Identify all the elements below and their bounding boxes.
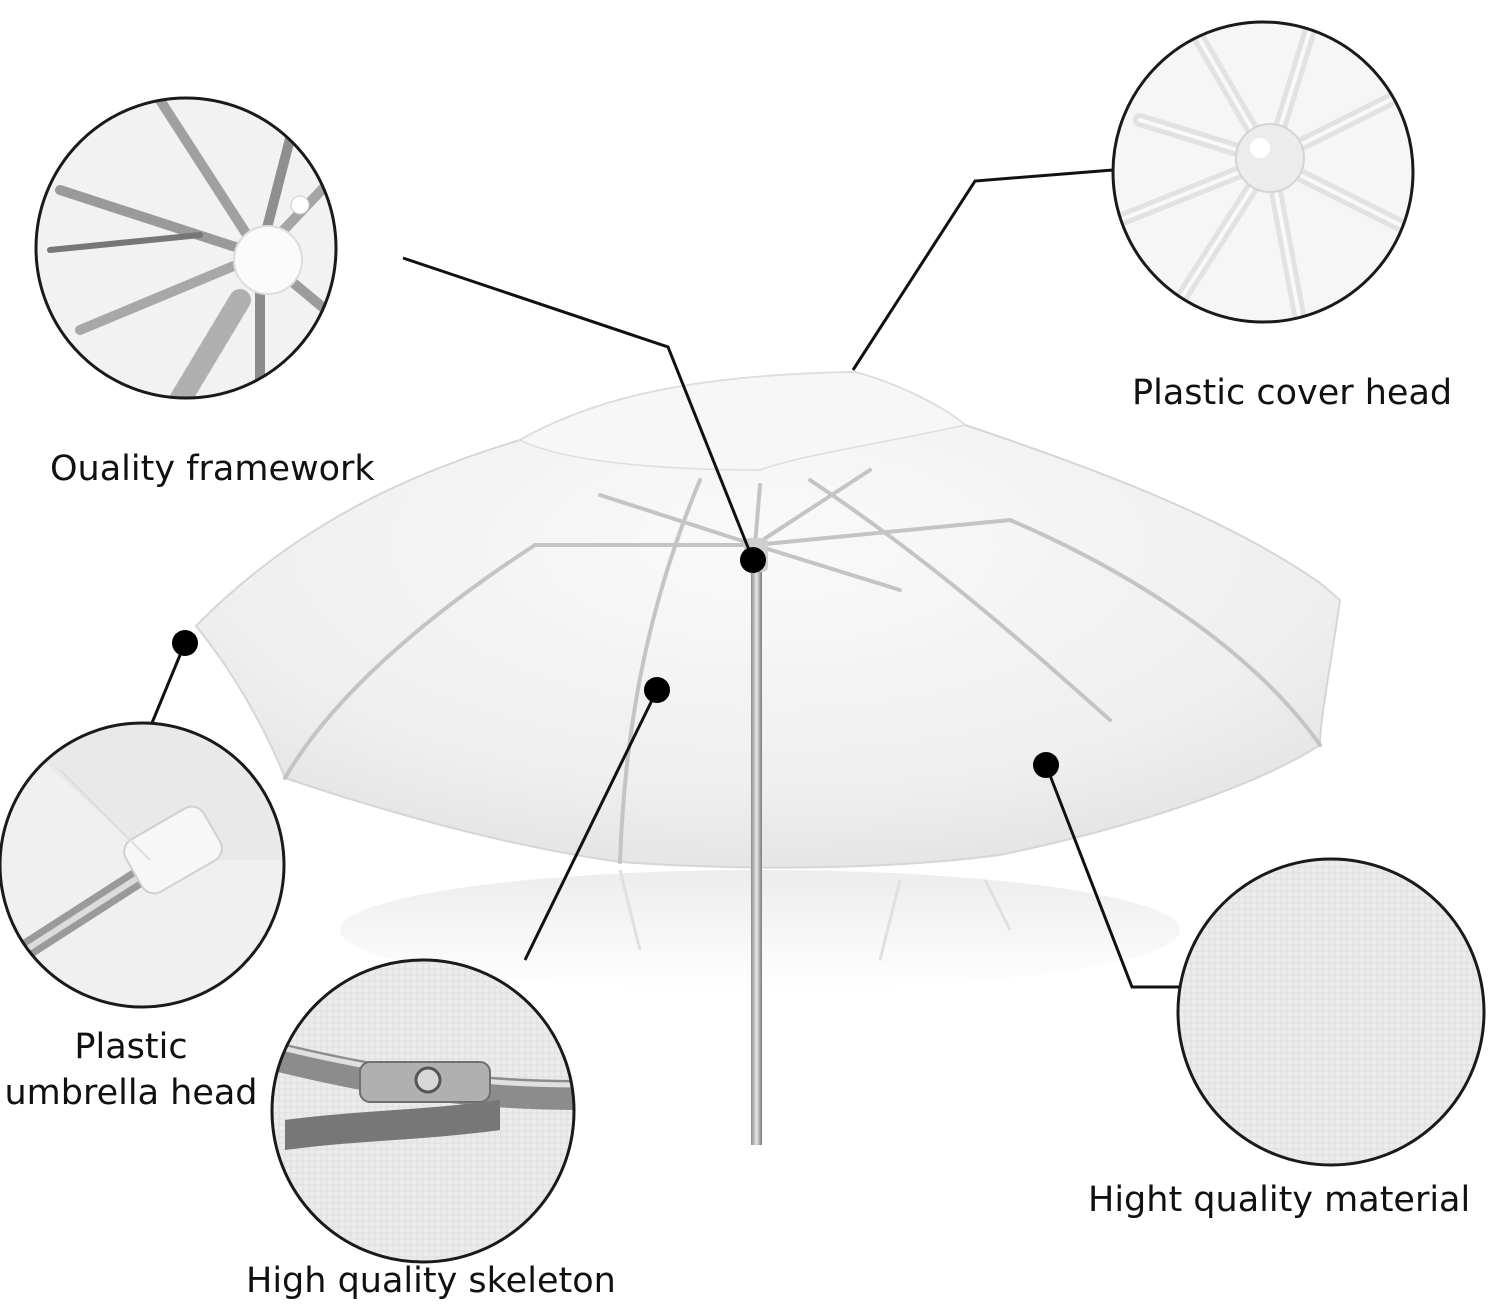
marker-framework — [740, 547, 766, 573]
umbrella-shaft — [751, 545, 762, 1145]
detail-circle-framework — [34, 96, 338, 400]
callout-line-framework — [402, 256, 755, 561]
detail-circle-material — [1176, 857, 1486, 1167]
marker-umbrella-head — [172, 630, 198, 656]
label-plastic-umbrella-head-line2: umbrella head — [4, 1073, 258, 1113]
callout-line-material — [1044, 764, 1183, 989]
label-quality-framework: Ouality framework — [50, 449, 375, 489]
marker-skeleton — [644, 677, 670, 703]
umbrella-canopy — [194, 370, 1342, 869]
umbrella-ribs — [283, 468, 1322, 864]
callout-line-cover — [851, 168, 1114, 371]
label-high-quality-skeleton: High quality skeleton — [246, 1261, 616, 1301]
callout-line-umbrella-head — [145, 642, 187, 736]
label-hight-quality-material: Hight quality material — [1088, 1180, 1471, 1220]
marker-material — [1033, 752, 1059, 778]
reflection-ribs — [618, 869, 1012, 961]
label-plastic-cover-head: Plastic cover head — [1132, 373, 1453, 413]
callout-lines — [145, 168, 1183, 989]
detail-circle-cover-head — [1111, 20, 1415, 324]
detail-circle-umbrella-head — [0, 721, 286, 1009]
label-plastic-umbrella-head-line1: Plastic — [74, 1027, 188, 1067]
detail-circle-skeleton — [270, 958, 576, 1264]
callout-markers — [172, 547, 1059, 778]
callout-line-skeleton — [523, 689, 659, 961]
label-plastic-umbrella-head: Plastic umbrella head — [0, 1024, 262, 1116]
